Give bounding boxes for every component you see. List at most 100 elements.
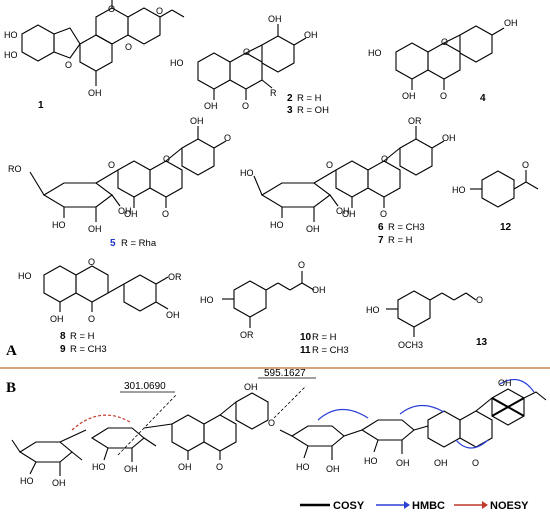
atom-oh: OH	[88, 224, 102, 234]
compound-3-label: 3	[287, 105, 293, 116]
nmr-correlation-structure: OH OH O HO OH HO OH	[279, 378, 547, 474]
compound-1-label: 1	[38, 100, 44, 111]
atom-ho: HO	[18, 271, 32, 281]
noesy-legend-label: NOESY	[490, 500, 529, 512]
atom-o: O	[522, 160, 529, 170]
compound-10-substituent: R = H	[312, 332, 337, 343]
compound-4-structure: HO O OH O OH 4	[368, 18, 518, 104]
compound-9-label: 9	[60, 344, 66, 355]
mass-fragment-1: 301.0690	[124, 381, 166, 392]
atom-ho: HO	[270, 220, 284, 230]
atom-o: O	[243, 47, 250, 57]
nmr-legend: COSY HMBC NOESY	[300, 500, 529, 512]
atom-oh: OH	[326, 464, 340, 474]
atom-o: O	[108, 160, 115, 170]
atom-or: OR	[168, 272, 182, 282]
atom-o: O	[476, 295, 483, 305]
compound-11-substituent: R = CH3	[312, 345, 349, 356]
atom-oh: OH	[304, 30, 318, 40]
hmbc-arrow-3	[455, 439, 489, 449]
compound-7-substituent: R = H	[388, 235, 413, 246]
compound-9-substituent: R = CH3	[70, 344, 107, 355]
atom-oh: OH	[190, 116, 204, 126]
atom-oh: OH	[52, 478, 66, 488]
compound-6-7-structure: HO HO OH OH O O OH O OR OH 6 R = CH3 7 R…	[240, 116, 456, 246]
atom-ho: HO	[92, 462, 106, 472]
atom-ho: HO	[296, 462, 310, 472]
atom-oh: OH	[178, 462, 192, 472]
compound-5-structure: RO HO OH OH O O OH O OH O 5 R = Rha	[8, 116, 231, 249]
atom-o: O	[216, 462, 223, 472]
atom-oh: OH	[204, 101, 218, 111]
atom-o: O	[125, 42, 132, 52]
fragment-cleavage-line-1	[117, 394, 177, 456]
atom-oh: OH	[312, 285, 326, 295]
atom-oh: OH	[268, 14, 282, 24]
compound-11-label: 11	[300, 345, 311, 356]
panel-b-label: B	[6, 380, 16, 396]
atom-och3: OCH3	[398, 340, 423, 350]
atom-oh: OH	[336, 206, 350, 216]
atom-o: O	[65, 60, 72, 70]
atom-o: O	[268, 418, 275, 428]
atom-o: O	[326, 160, 333, 170]
atom-oh: OH	[88, 88, 102, 98]
atom-oh: OH	[434, 458, 448, 468]
atom-oh: OH	[124, 209, 138, 219]
atom-oh: OH	[50, 314, 64, 324]
atom-o: O	[156, 6, 163, 16]
atom-ho: HO	[368, 48, 382, 58]
atom-oh: OH	[118, 206, 132, 216]
atom-ho: HO	[364, 456, 378, 466]
hmbc-legend-arrowhead	[404, 501, 410, 509]
atom-o: O	[162, 209, 169, 219]
atom-o: O	[298, 260, 305, 270]
compound-2-3-structure: HO O OH O R OH OH 2 R = H 3 R = OH	[170, 14, 329, 116]
fragment-cleavage-line-2	[273, 385, 307, 419]
ms-fragmentation-structure: 301.0690 595.1627 OH O OH O HO OH HO OH	[11, 368, 316, 488]
compound-1-structure: HO HO O OH O O O 1	[4, 0, 185, 111]
hmbc-legend-label: HMBC	[412, 500, 445, 512]
atom-o: O	[472, 458, 479, 468]
atom-ho: HO	[200, 295, 214, 305]
atom-ro: RO	[8, 164, 22, 174]
atom-oh: OH	[402, 91, 416, 101]
hmbc-arrow-2	[399, 404, 445, 415]
atom-o: O	[440, 91, 447, 101]
atom-or: OR	[240, 330, 254, 340]
atom-oh: OH	[442, 133, 456, 143]
compound-7-label: 7	[378, 235, 384, 246]
compound-6-substituent: R = CH3	[388, 222, 425, 233]
compound-13-structure: HO O OCH3 13	[366, 290, 488, 350]
compound-5-label: 5	[110, 238, 116, 249]
compound-12-label: 12	[500, 222, 512, 233]
compound-2-label: 2	[287, 93, 293, 104]
atom-ho: HO	[4, 30, 18, 40]
atom-o: O	[88, 314, 95, 324]
atom-o: O	[163, 154, 170, 164]
atom-o: O	[108, 4, 115, 14]
compound-13-label: 13	[476, 337, 488, 348]
atom-ho: HO	[170, 58, 184, 68]
atom-o: O	[88, 257, 95, 267]
atom-oh: OH	[504, 18, 518, 28]
compound-12-structure: HO O 12	[452, 160, 539, 233]
compound-10-11-structure: HO O OH OR 10 R = H 11 R = CH3	[200, 260, 349, 356]
hmbc-arrow-4	[499, 378, 535, 393]
noesy-legend-arrowhead	[482, 501, 488, 509]
atom-oh: OH	[166, 310, 180, 320]
atom-ho: HO	[52, 220, 66, 230]
atom-oh: OH	[244, 382, 258, 392]
atom-r: R	[270, 88, 277, 98]
atom-ho: HO	[452, 185, 466, 195]
compound-5-substituent: R = Rha	[121, 238, 157, 249]
atom-oh: OH	[124, 464, 138, 474]
atom-o: O	[441, 37, 448, 47]
atom-ho: HO	[4, 50, 18, 60]
atom-ho: HO	[20, 476, 34, 486]
mass-fragment-2: 595.1627	[264, 368, 306, 379]
atom-ho: HO	[366, 305, 380, 315]
cosy-legend-label: COSY	[333, 500, 365, 512]
compound-8-label: 8	[60, 331, 66, 342]
